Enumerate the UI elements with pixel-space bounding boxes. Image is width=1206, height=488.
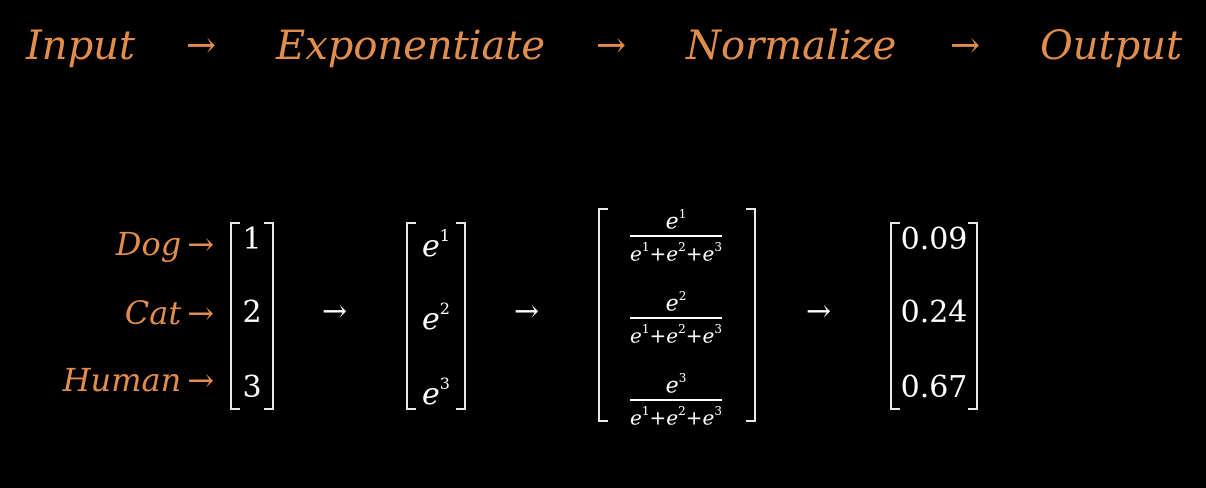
header-arrow: → [950, 25, 981, 66]
header-arrow: → [596, 25, 627, 66]
right-bracket [264, 222, 274, 410]
exp-power: 2 [678, 322, 686, 337]
pipeline-header: Input → Exponentiate → Normalize → Outpu… [0, 18, 1206, 78]
exp-power: 2 [678, 240, 686, 255]
exp-base: e [630, 323, 642, 348]
class-label-text: Human [62, 361, 182, 399]
fraction-bar [630, 399, 722, 402]
exp-power: 3 [714, 404, 722, 419]
fraction-numerator: e3 [630, 368, 722, 398]
right-bracket [746, 208, 756, 422]
exp-power: 3 [678, 371, 687, 385]
label-arrow: → [187, 294, 214, 332]
class-label-human: Human→ [63, 360, 214, 400]
fraction-numerator: e2 [630, 286, 722, 316]
fraction-numerator: e1 [630, 204, 722, 234]
exp-base: e [702, 323, 715, 348]
output-probability: 0.67 [900, 370, 968, 405]
exp-power: 3 [714, 240, 722, 255]
exp-power: 1 [641, 404, 650, 419]
exp-base: e [666, 241, 679, 266]
exp-base: e [702, 241, 715, 266]
exp-entry: e3 [422, 370, 450, 413]
left-bracket [598, 208, 608, 422]
plus-sign: + [649, 323, 667, 348]
header-arrow: → [186, 25, 217, 66]
normalized-entry: e1 e1+e2+e3 [630, 204, 722, 265]
output-probability: 0.09 [900, 222, 968, 257]
exp-power: 1 [678, 207, 687, 221]
exp-base: e [702, 405, 715, 430]
exp-power: 2 [678, 404, 686, 419]
transition-arrow: → [322, 294, 348, 329]
exp-power: 1 [439, 226, 450, 245]
plus-sign: + [649, 241, 667, 266]
plus-sign: + [649, 405, 667, 430]
class-label-dog: Dog→ [116, 224, 214, 264]
fraction-denominator: e1+e2+e3 [630, 238, 722, 265]
input-value: 2 [242, 295, 262, 330]
exp-base: e [666, 405, 679, 430]
label-arrow: → [187, 361, 214, 399]
exp-power: 3 [714, 322, 722, 337]
stage-normalize: Normalize [686, 23, 897, 69]
input-value: 3 [242, 370, 262, 405]
exp-entry: e2 [422, 295, 450, 338]
transition-arrow: → [514, 294, 540, 329]
exp-base: e [422, 377, 440, 412]
stage-input: Input [26, 23, 136, 69]
fraction-bar [630, 235, 722, 238]
exp-base: e [666, 323, 679, 348]
class-label-text: Dog [115, 225, 182, 263]
normalized-entry: e2 e1+e2+e3 [630, 286, 722, 347]
exp-power: 2 [439, 299, 450, 318]
plus-sign: + [685, 323, 703, 348]
normalized-entry: e3 e1+e2+e3 [630, 368, 722, 429]
left-bracket [230, 222, 240, 410]
plus-sign: + [685, 405, 703, 430]
stage-exponentiate: Exponentiate [276, 23, 546, 69]
exp-power: 3 [439, 374, 450, 393]
exp-base: e [665, 209, 679, 235]
fraction-bar [630, 317, 722, 320]
exp-power: 1 [641, 322, 650, 337]
exp-base: e [665, 373, 679, 399]
input-value: 1 [242, 222, 262, 257]
exp-base: e [422, 229, 440, 264]
left-bracket [406, 222, 416, 410]
exp-base: e [422, 302, 440, 337]
fraction-denominator: e1+e2+e3 [630, 402, 722, 429]
exp-base: e [630, 241, 642, 266]
right-bracket [456, 222, 466, 410]
plus-sign: + [685, 241, 703, 266]
right-bracket [968, 222, 978, 410]
exp-entry: e1 [422, 222, 450, 265]
output-probability: 0.24 [900, 295, 968, 330]
exp-base: e [630, 405, 642, 430]
class-label-text: Cat [124, 294, 182, 332]
fraction-denominator: e1+e2+e3 [630, 320, 722, 347]
transition-arrow: → [806, 294, 832, 329]
stage-output: Output [1040, 23, 1183, 69]
exp-power: 1 [641, 240, 650, 255]
exp-power: 2 [678, 289, 687, 303]
left-bracket [890, 222, 900, 410]
label-arrow: → [187, 225, 214, 263]
exp-base: e [665, 291, 679, 317]
class-label-cat: Cat→ [125, 293, 214, 333]
